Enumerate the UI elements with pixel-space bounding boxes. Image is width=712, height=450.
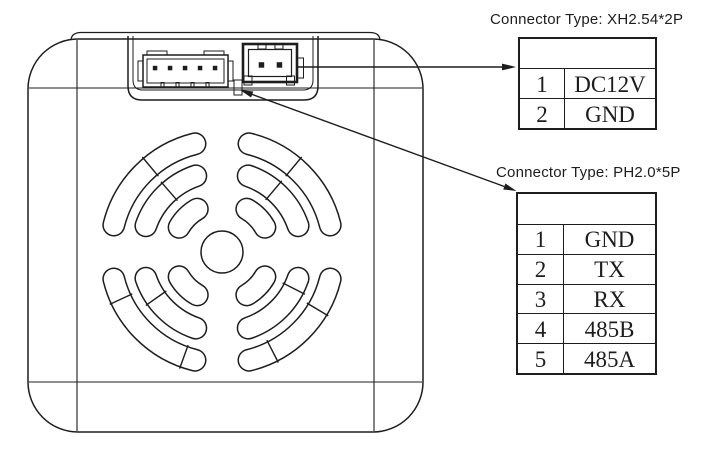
pin-signal: TX xyxy=(594,257,625,283)
pin-signal: 485B xyxy=(584,316,635,342)
pin-row: 3 RX xyxy=(518,283,655,314)
pin-row: 5 485A xyxy=(518,343,655,373)
ph2-5p-connector xyxy=(137,50,234,88)
xh-pinout-table: 1 DC12V 2 GND xyxy=(518,37,657,130)
pin-row: 1 DC12V xyxy=(520,68,655,98)
ph-pinout-table: 1 GND 2 TX 3 RX 4 485B 5 485A xyxy=(516,192,657,375)
pin-number: 3 xyxy=(518,284,564,314)
pin-signal: RX xyxy=(593,286,626,312)
ph2-pins xyxy=(152,65,218,71)
grille-center-hole xyxy=(200,230,244,274)
pin-signal: GND xyxy=(584,227,635,253)
pin-number: 2 xyxy=(520,99,565,128)
pin-number: 4 xyxy=(518,314,564,344)
xh2-2p-connector xyxy=(233,42,304,96)
arrow-to-ph-table xyxy=(240,90,517,191)
arrowhead-icon xyxy=(503,183,517,191)
empty-header-row xyxy=(520,39,655,68)
pin-signal: DC12V xyxy=(574,71,646,97)
pin-number: 1 xyxy=(518,225,564,254)
pin-row: 2 GND xyxy=(520,98,655,128)
ph-table-title: Connector Type: PH2.0*5P xyxy=(496,164,681,181)
arrow-to-xh-table xyxy=(298,63,516,71)
fan-grille xyxy=(102,132,342,372)
connector-bay xyxy=(127,36,319,101)
xh-table-title: Connector Type: XH2.54*2P xyxy=(490,11,684,28)
grille-slot-dividers xyxy=(109,156,329,369)
pin-number: 5 xyxy=(518,344,564,373)
pin-number: 2 xyxy=(518,254,564,284)
pin-row: 2 TX xyxy=(518,253,655,284)
empty-header-row xyxy=(518,194,655,224)
pin-number: 1 xyxy=(520,69,565,98)
pin-signal: 485A xyxy=(583,346,636,372)
pin-row: 1 GND xyxy=(518,224,655,254)
pin-signal: GND xyxy=(585,101,635,127)
device-outline xyxy=(27,31,424,433)
grille-slot-fill xyxy=(103,133,341,371)
arrowhead-icon xyxy=(502,63,516,71)
xh2-pins xyxy=(258,62,283,68)
pin-row: 4 485B xyxy=(518,313,655,344)
arrowhead-icon xyxy=(240,90,254,98)
